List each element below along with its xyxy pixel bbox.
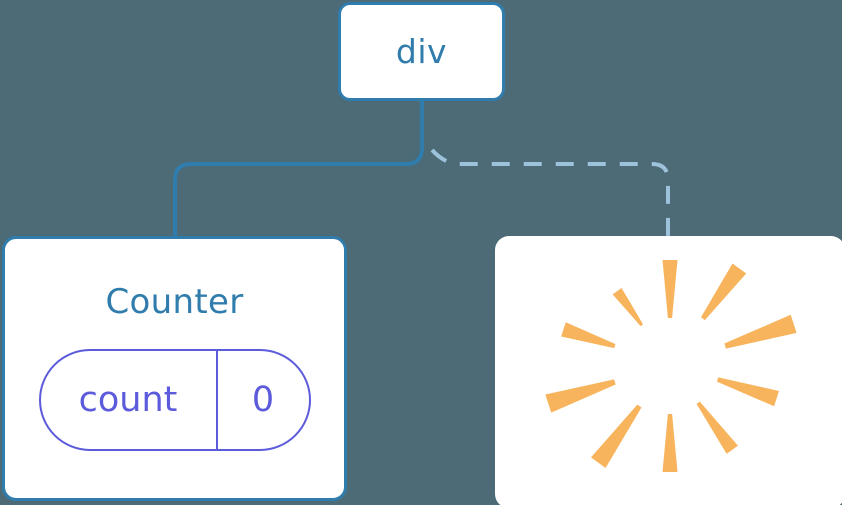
state-key-label: count <box>78 379 178 420</box>
node-div-label: div <box>395 32 448 71</box>
edge-root-to-counter <box>173 99 424 240</box>
sparkle-burst-icon <box>545 260 797 472</box>
node-counter[interactable]: Counter count 0 <box>2 236 347 501</box>
sparkle-ray-7 <box>591 404 642 468</box>
sparkle-ray-3 <box>724 314 797 349</box>
node-div[interactable]: div <box>338 2 505 101</box>
sparkle-ray-2 <box>700 263 747 321</box>
edge-root-to-sparkle <box>430 148 670 238</box>
sparkle-ray-10 <box>612 287 644 327</box>
state-pill-count[interactable]: count 0 <box>38 349 311 451</box>
sparkle-ray-4 <box>716 377 779 407</box>
node-sparkle-highlight[interactable] <box>495 236 842 505</box>
sparkle-ray-5 <box>696 401 738 454</box>
node-counter-title: Counter <box>105 282 244 322</box>
sparkle-ray-1 <box>662 260 678 318</box>
sparkle-ray-9 <box>561 322 616 349</box>
state-value-label: 0 <box>215 351 309 449</box>
sparkle-ray-6 <box>662 414 678 472</box>
sparkle-ray-8 <box>545 379 616 413</box>
